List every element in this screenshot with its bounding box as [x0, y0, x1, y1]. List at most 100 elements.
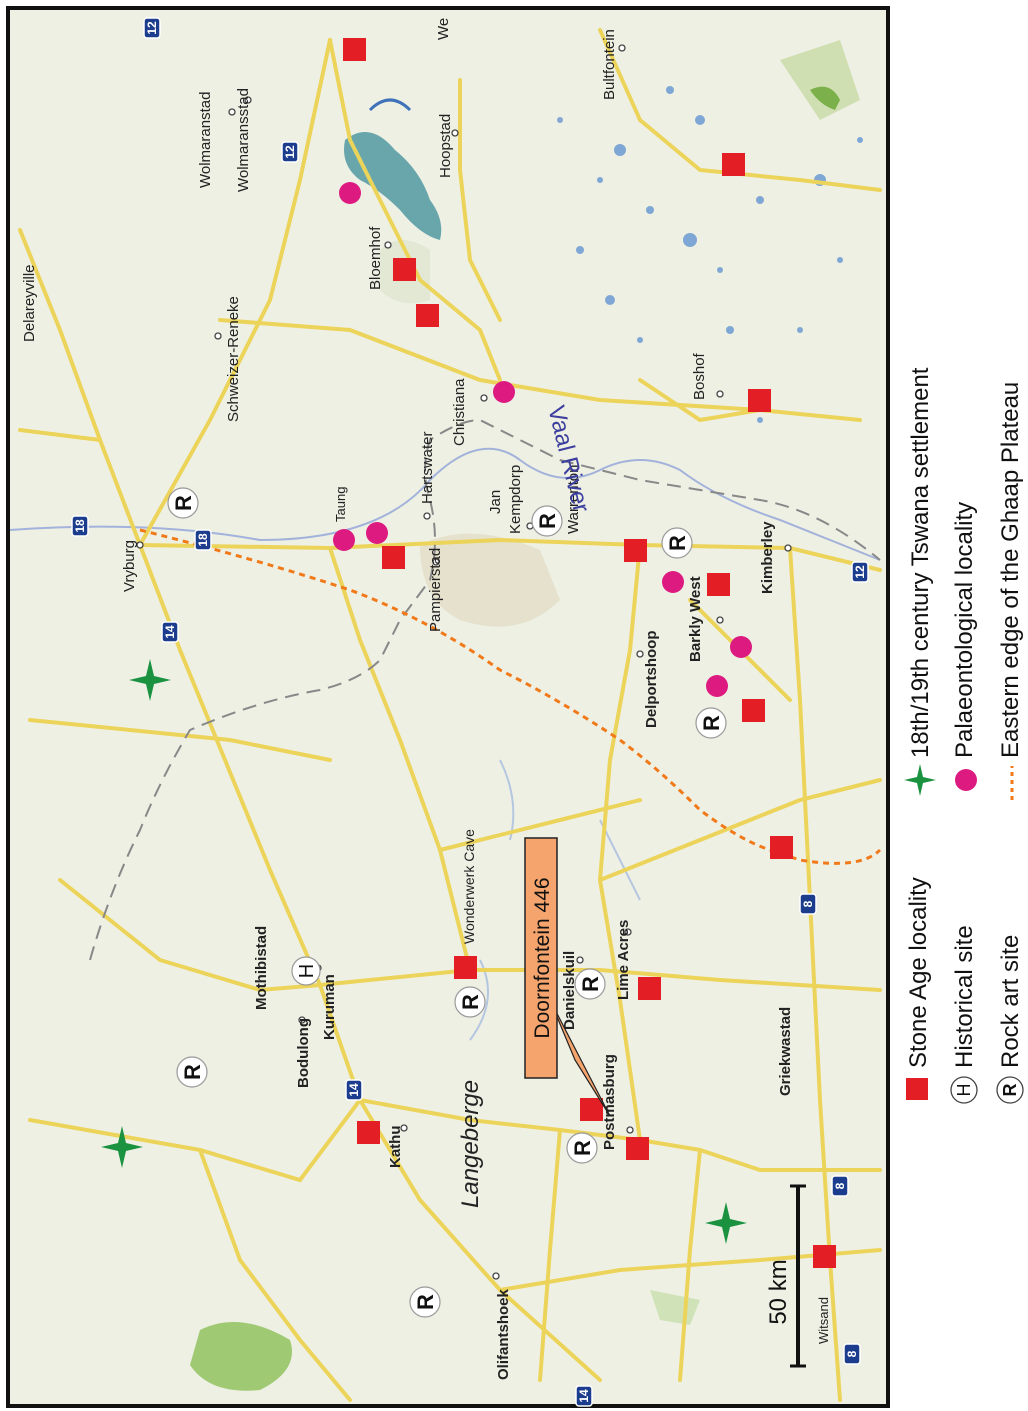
- stone-age-marker: [454, 956, 477, 979]
- palaeo-marker: [366, 522, 388, 544]
- town-danielskuil: Danielskuil: [561, 951, 578, 1030]
- tswana-markers: [101, 659, 747, 1244]
- stone-age-marker: [813, 1245, 836, 1268]
- svg-text:Historical site: Historical site: [951, 925, 978, 1068]
- town-olifantshoek: Olifantshoek: [495, 1288, 512, 1380]
- tswana-star-marker: [129, 659, 171, 701]
- svg-text:14: 14: [577, 1389, 591, 1403]
- town-griekwastad: Griekwastad: [777, 1007, 794, 1096]
- town-boshof: Boshof: [691, 352, 708, 400]
- svg-text:R: R: [578, 976, 603, 992]
- svg-text:Rock art site: Rock art site: [997, 935, 1024, 1068]
- svg-text:R: R: [535, 513, 560, 529]
- road-shield-8: 8: [831, 1175, 849, 1197]
- tswana-star-marker: [705, 1202, 747, 1244]
- road-shield-14: 14: [575, 1385, 593, 1407]
- road-shield-14: 14: [345, 1079, 363, 1101]
- svg-text:H: H: [296, 964, 318, 978]
- town-warrenton: Warrenton: [565, 465, 582, 534]
- town-barkly-west: Barkly West: [687, 576, 704, 662]
- svg-text:8: 8: [833, 1182, 847, 1189]
- rock-art-marker: R: [574, 968, 606, 1000]
- rock-art-marker: R: [695, 707, 727, 739]
- town-bodulong: Bodulong: [295, 1018, 312, 1088]
- stone-age-marker: [748, 389, 771, 412]
- palaeo-marker: [706, 675, 728, 697]
- legend-ghaap: Eastern edge of the Ghaap Plateau: [997, 382, 1024, 800]
- stone-age-marker: [742, 699, 765, 722]
- palaeo-markers: [333, 182, 752, 697]
- rock-art-marker: R: [454, 986, 486, 1018]
- svg-text:8: 8: [801, 900, 815, 907]
- rock-art-marker: R: [167, 487, 199, 519]
- svg-text:Stone Age locality: Stone Age locality: [905, 877, 932, 1068]
- doornfontein-callout: Doornfontein 446: [524, 837, 611, 1117]
- svg-text:14: 14: [347, 1083, 361, 1097]
- svg-text:8: 8: [845, 1350, 859, 1357]
- rock-art-marker: R: [566, 1132, 598, 1164]
- palaeo-marker: [339, 182, 361, 204]
- town-wolmaranstad: Wolmaranstad: [197, 92, 214, 188]
- svg-text:R: R: [413, 1294, 438, 1310]
- svg-text:R: R: [1000, 1084, 1020, 1097]
- town-mothibistad: Mothibistad: [253, 926, 270, 1010]
- town-christiana: Christiana: [451, 378, 468, 446]
- province-border: [89, 418, 881, 961]
- town-vryburg: Vryburg: [121, 540, 138, 592]
- water-features: [9, 86, 881, 1041]
- svg-text:R: R: [458, 994, 483, 1010]
- historical-site-marker: H: [291, 956, 321, 986]
- svg-text:18th/19th century Tswana settl: 18th/19th century Tswana settlement: [907, 367, 934, 758]
- town-kuruman: Kuruman: [321, 974, 338, 1040]
- ghaap-plateau-edge: [139, 528, 882, 865]
- svg-text:R: R: [665, 535, 690, 551]
- rock-art-marker: R: [176, 1056, 208, 1088]
- stone-age-marker: [416, 304, 439, 327]
- town-kimberley: Kimberley: [759, 521, 776, 594]
- town-jan: Jan: [487, 490, 504, 514]
- svg-text:18: 18: [196, 533, 210, 547]
- town-kathu: Kathu: [387, 1126, 404, 1169]
- road-shield-8: 8: [843, 1343, 861, 1365]
- road-shields: 12 12 18 18 14 14 8 8 8 12 14: [71, 17, 869, 1407]
- town-bloemhof: Bloemhof: [367, 226, 384, 290]
- town-wonderwerk-cave: Wonderwerk Cave: [461, 829, 477, 944]
- legend-historical: H Historical site: [950, 925, 978, 1104]
- stone-age-marker: [393, 258, 416, 281]
- road-shield-12: 12: [851, 561, 869, 583]
- svg-text:12: 12: [145, 21, 159, 35]
- town-taung: Taung: [333, 487, 348, 522]
- rock-art-marker: R: [409, 1286, 441, 1318]
- town-labels: Vryburg Delareyville Schweizer-Reneke Wo…: [21, 18, 831, 1380]
- vaal-river: [9, 447, 881, 561]
- svg-text:12: 12: [283, 145, 297, 159]
- svg-text:18: 18: [73, 519, 87, 533]
- stone-age-marker: [638, 977, 661, 1000]
- town-wolmaransstad: Wolmaransstad: [235, 88, 252, 192]
- town-schweizer-reneke: Schweizer-Reneke: [225, 296, 242, 422]
- langeberge-label: Langeberge: [457, 1080, 484, 1208]
- town-kempdorp: Kempdorp: [507, 465, 524, 534]
- stone-age-marker: [707, 573, 730, 596]
- road-shield-18: 18: [194, 529, 212, 551]
- tswana-star-marker: [101, 1126, 143, 1168]
- stone-age-marker: [382, 546, 405, 569]
- palaeo-marker: [730, 636, 752, 658]
- town-delportshoop: Delportshoop: [643, 631, 660, 729]
- road-shield-18: 18: [71, 515, 89, 537]
- town-witsand: Witsand: [816, 1297, 831, 1344]
- svg-text:Palaeontological locality: Palaeontological locality: [951, 502, 978, 758]
- town-postmasburg: Postmasburg: [601, 1054, 618, 1150]
- svg-text:R: R: [570, 1140, 595, 1156]
- svg-text:14: 14: [163, 625, 177, 639]
- legend: Stone Age locality H Historical site R R…: [904, 367, 1024, 1104]
- road-shield-12: 12: [281, 141, 299, 163]
- town-hoopstad: Hoopstad: [437, 114, 454, 178]
- legend-rock-art: R Rock art site: [996, 935, 1024, 1104]
- map-panel: [6, 6, 890, 1408]
- stone-age-marker: [626, 1137, 649, 1160]
- town-bultfontein: Bultfontein: [601, 29, 618, 100]
- stone-age-marker: [343, 38, 366, 61]
- svg-text:R: R: [180, 1064, 205, 1080]
